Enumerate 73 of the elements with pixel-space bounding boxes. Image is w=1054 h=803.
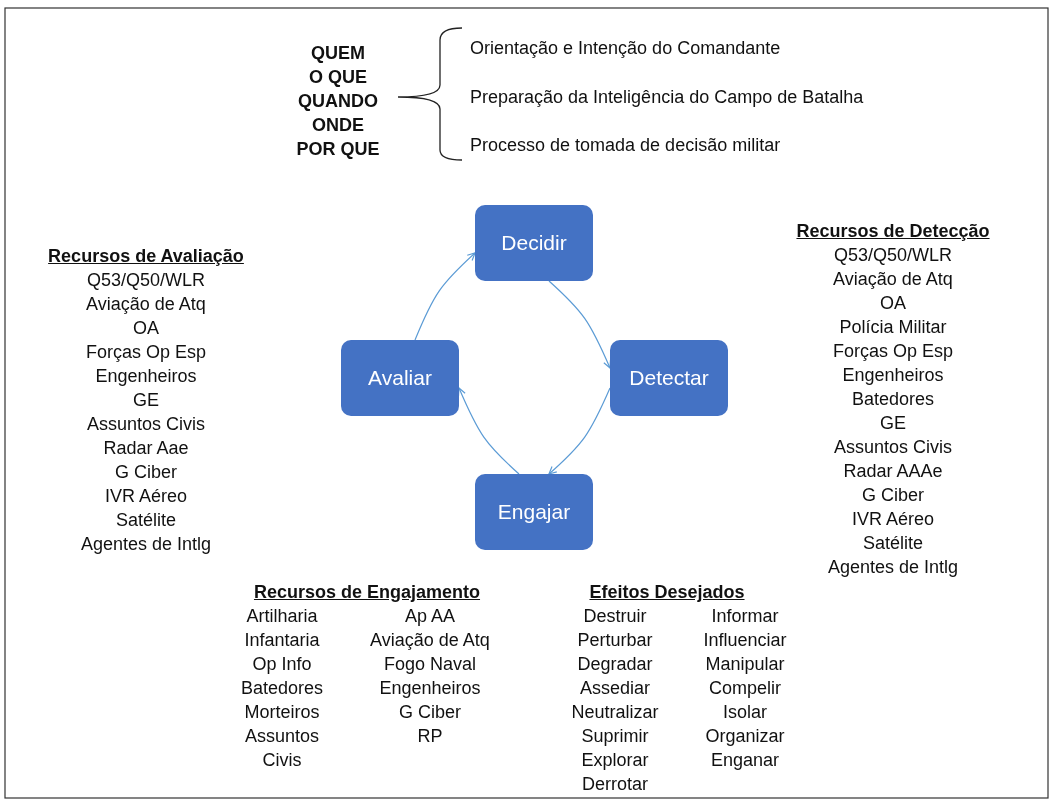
list-item: Polícia Militar	[838, 316, 948, 339]
list-item: Agentes de Intlg	[79, 533, 213, 556]
list-item: OA	[879, 292, 907, 315]
list-item: Batedores	[850, 388, 936, 411]
list-item: Degradar	[576, 653, 654, 676]
list-item: Engenheiros	[94, 365, 198, 388]
list-item: Influenciar	[702, 629, 788, 652]
process-box: Decidir	[475, 205, 593, 281]
list-item: Manipular	[704, 653, 786, 676]
list-item: Q53/Q50/WLR	[832, 244, 953, 267]
list-item: Batedores	[239, 677, 325, 700]
list-item: Neutralizar	[570, 701, 660, 724]
list-item: Destruir	[582, 605, 648, 628]
list-item: Derrotar	[581, 773, 649, 796]
question-word: QUANDO	[297, 90, 379, 113]
cycle-arrow	[548, 387, 611, 475]
list-item: Morteiros	[243, 701, 321, 724]
list-item: Forças Op Esp	[831, 340, 954, 363]
list-item: IVR Aéreo	[103, 485, 188, 508]
list-item: OA	[132, 317, 160, 340]
cycle-arrow	[414, 252, 476, 341]
list-item: Isolar	[722, 701, 768, 724]
process-item: Processo de tomada de decisão militar	[470, 134, 782, 157]
process-item: Preparação da Inteligência do Campo de Batalha	[470, 85, 865, 109]
cycle-arrow	[457, 387, 520, 475]
list-heading: Efeitos Desejados	[588, 581, 746, 604]
list-item: Aviação de Atq	[85, 293, 207, 316]
list-heading: Recursos de Avaliação	[47, 245, 245, 268]
question-word: QUEM	[310, 42, 366, 65]
process-box: Engajar	[475, 474, 593, 550]
list-item: Q53/Q50/WLR	[85, 269, 206, 292]
process-box: Detectar	[610, 340, 728, 416]
list-item: Informar	[710, 605, 780, 628]
list-item: Explorar	[580, 749, 650, 772]
list-item: Agentes de Intlg	[826, 556, 960, 579]
list-item: Op Info	[251, 653, 313, 676]
list-item: Organizar	[704, 725, 786, 748]
list-item: Engenheiros	[378, 677, 482, 700]
list-item: Engenheiros	[841, 364, 945, 387]
list-heading: Recursos de Engajamento	[252, 581, 482, 604]
list-item: Radar AAAe	[842, 460, 944, 483]
list-heading: Recursos de Detecção	[795, 220, 991, 243]
list-item: Assediar	[579, 677, 651, 700]
list-item: Aviação de Atq	[832, 268, 954, 291]
question-word: ONDE	[311, 114, 365, 137]
list-item: Radar Aae	[102, 437, 190, 460]
question-word: POR QUE	[295, 138, 381, 161]
question-word: O QUE	[308, 66, 368, 89]
list-item: IVR Aéreo	[850, 508, 935, 531]
list-item: Ap AA	[403, 605, 456, 628]
list-item: Aviação de Atq	[369, 629, 491, 652]
list-item: Perturbar	[576, 629, 654, 652]
list-item: RP	[416, 725, 444, 748]
list-item: Assuntos Civis	[832, 436, 953, 459]
process-item: Orientação e Intenção do Comandante	[470, 37, 782, 60]
list-item: Compelir	[708, 677, 782, 700]
list-item: G Ciber	[114, 461, 178, 484]
list-item: Satélite	[114, 509, 177, 532]
process-box: Avaliar	[341, 340, 459, 416]
list-item: Satélite	[861, 532, 924, 555]
list-item: Suprimir	[580, 725, 650, 748]
list-item: GE	[132, 389, 160, 412]
list-item: Assuntos Civis	[85, 413, 206, 436]
list-item: Artilharia	[245, 605, 319, 628]
list-item: Fogo Naval	[382, 653, 478, 676]
list-item: G Ciber	[398, 701, 462, 724]
list-item: G Ciber	[861, 484, 925, 507]
list-item: Assuntos Civis	[243, 725, 320, 772]
list-item: Infantaria	[243, 629, 321, 652]
list-item: GE	[879, 412, 907, 435]
list-item: Forças Op Esp	[84, 341, 207, 364]
cycle-arrow	[548, 280, 612, 369]
list-item: Enganar	[709, 749, 781, 772]
